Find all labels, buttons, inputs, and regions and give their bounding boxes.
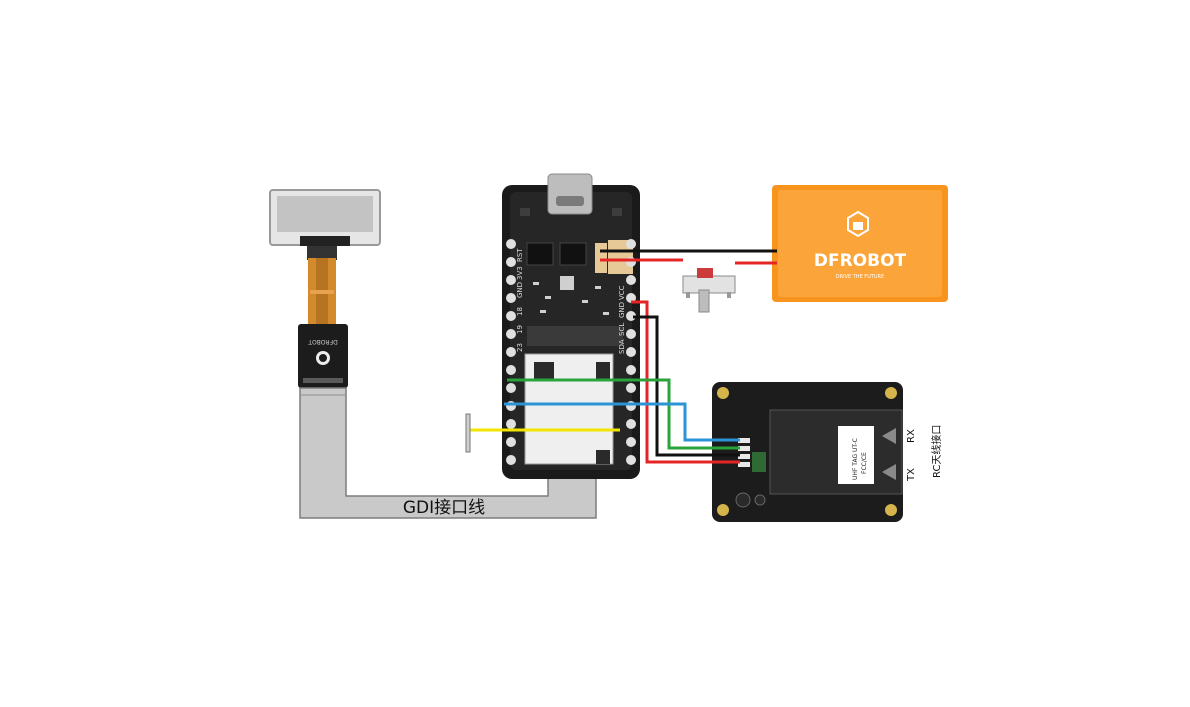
battery-slogan: DRIVE THE FUTURE xyxy=(836,274,884,280)
display-adapter-board: DFROBOT xyxy=(298,324,348,388)
cable-label: GDI接口线 xyxy=(403,498,485,518)
adapter-brand-text: DFROBOT xyxy=(308,338,338,345)
wires xyxy=(470,249,777,464)
sticker-line2: FCC/CE xyxy=(861,452,868,474)
mcu-right-header xyxy=(626,239,636,465)
usb-c-port xyxy=(547,173,593,215)
pin-label-left-0: RST xyxy=(516,248,524,262)
pin-label-left-3: 18 xyxy=(516,307,524,316)
mcu-left-header xyxy=(506,239,516,465)
oled-display xyxy=(269,189,381,326)
mcu-board: RST 3V3 GND 18 19 23 VCC GND SCL SDA xyxy=(502,173,640,479)
pin-label-left-5: 23 xyxy=(516,343,524,352)
tx-label: TX xyxy=(906,468,917,482)
pin-label-left-1: 3V3 xyxy=(516,266,524,280)
port-label: RC天线接口 xyxy=(930,425,943,478)
pin-label-right-0: VCC xyxy=(618,285,626,300)
rx-label: RX xyxy=(906,429,917,443)
wire-blue xyxy=(504,402,740,442)
power-switch xyxy=(682,268,736,313)
wire-green xyxy=(507,378,740,450)
battery-brand: DFROBOT xyxy=(814,251,907,271)
yellow-wire-end xyxy=(465,413,471,453)
battery-pack: DFROBOT DRIVE THE FUTURE xyxy=(772,185,948,302)
pin-label-right-2: SCL xyxy=(618,323,626,336)
pin-label-left-4: 19 xyxy=(516,325,524,334)
pin-label-right-3: SDA xyxy=(618,339,626,354)
wire-red-vcc xyxy=(631,300,740,464)
arrow-down-icon xyxy=(882,464,896,480)
wire-black-gnd xyxy=(633,315,740,457)
uhf-receiver-module: UHF TAG UT-C FCC/CE xyxy=(712,382,903,522)
pin-label-right-1: GND xyxy=(618,302,626,318)
sticker-line1: UHF TAG UT-C xyxy=(852,438,859,480)
pin-label-left-2: GND xyxy=(516,282,524,298)
module-sticker xyxy=(838,426,874,484)
arrow-up-icon xyxy=(882,428,896,444)
